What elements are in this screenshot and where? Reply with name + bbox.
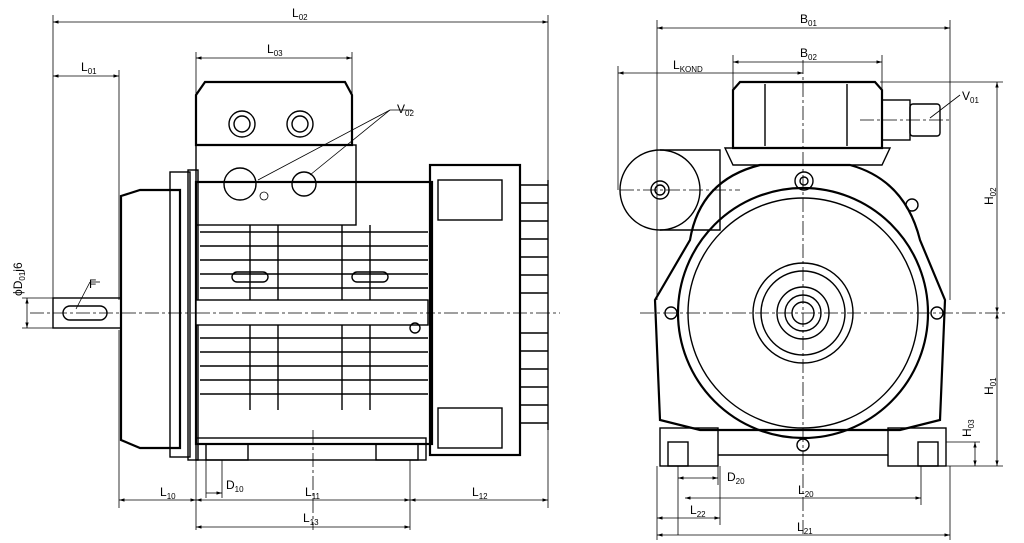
label-V02: V02: [397, 102, 414, 118]
label-D01: ϕD01j6: [11, 262, 27, 296]
dimension-labels: L02 L01 L03 V02 ϕD01j6 F L10 D10 L11 L12…: [11, 6, 998, 536]
label-H01: H01: [982, 377, 998, 395]
label-L10: L10: [160, 485, 176, 501]
label-L02: L02: [292, 6, 308, 22]
label-B02: B02: [800, 46, 817, 62]
label-L01: L01: [81, 60, 97, 76]
fan-grille: [520, 180, 549, 430]
label-B01: B01: [800, 12, 817, 28]
label-LKOND: LKOND: [673, 58, 703, 74]
label-H03: H03: [960, 419, 976, 437]
label-L21: L21: [797, 520, 813, 536]
label-L13: L13: [303, 511, 319, 527]
label-F: F: [89, 277, 96, 291]
label-D10: D10: [226, 478, 244, 494]
label-L03: L03: [267, 42, 283, 58]
label-V01: V01: [962, 89, 979, 105]
label-L22: L22: [690, 503, 706, 519]
side-dimensions: [22, 15, 549, 530]
front-dimensions: [617, 20, 1003, 540]
label-L11: L11: [305, 485, 321, 501]
label-L20: L20: [798, 483, 814, 499]
cooling-fins: [200, 225, 428, 410]
front-view: [619, 60, 1005, 535]
label-D20: D20: [727, 470, 745, 486]
label-H02: H02: [982, 187, 998, 205]
label-L12: L12: [472, 485, 488, 501]
side-view: [30, 80, 560, 461]
